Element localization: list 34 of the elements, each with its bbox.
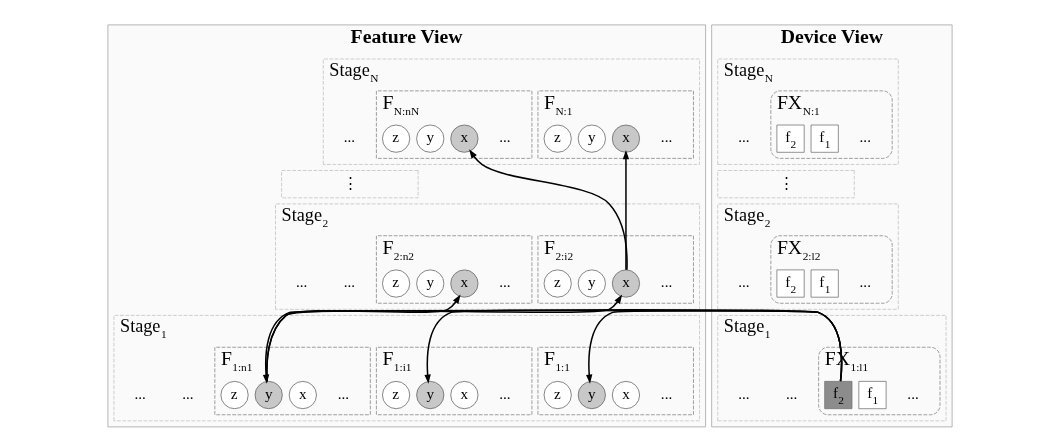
arrow: [262, 309, 843, 384]
node-box: f$_{2}$: [776, 269, 805, 298]
node-circle: x: [450, 124, 479, 153]
node-circle: z: [543, 269, 572, 298]
node-circle: z: [382, 380, 411, 409]
node-box: ⋮: [717, 169, 855, 198]
node-circle: y: [416, 124, 445, 153]
node-circle: x: [450, 380, 479, 409]
arrow: [469, 148, 628, 271]
node-box: ⋮: [281, 169, 419, 198]
node-circle: y: [577, 269, 606, 298]
node-circle: y: [577, 380, 606, 409]
node-circle: z: [543, 380, 572, 409]
node-circle: x: [611, 380, 640, 409]
node-circle: x: [611, 269, 640, 298]
node-circle: y: [577, 124, 606, 153]
node-circle: z: [382, 269, 411, 298]
node-circle: y: [416, 380, 445, 409]
arrow: [622, 149, 630, 270]
node-box: f$_{1}$: [810, 124, 839, 153]
node-circle: z: [382, 124, 411, 153]
node-box: f$_{1}$: [858, 380, 887, 409]
node-circle: y: [416, 269, 445, 298]
node-box: f$_{1}$: [810, 269, 839, 298]
node-box: f$_{2}$: [776, 124, 805, 153]
node-circle: z: [543, 124, 572, 153]
arrow: [266, 294, 461, 382]
node-circle: x: [450, 269, 479, 298]
arrow: [266, 294, 623, 382]
node-circle: z: [220, 380, 249, 409]
node-circle: x: [611, 124, 640, 153]
node-box: f$_{2}$: [824, 380, 853, 409]
node-circle: y: [254, 380, 283, 409]
node-circle: x: [288, 380, 317, 409]
